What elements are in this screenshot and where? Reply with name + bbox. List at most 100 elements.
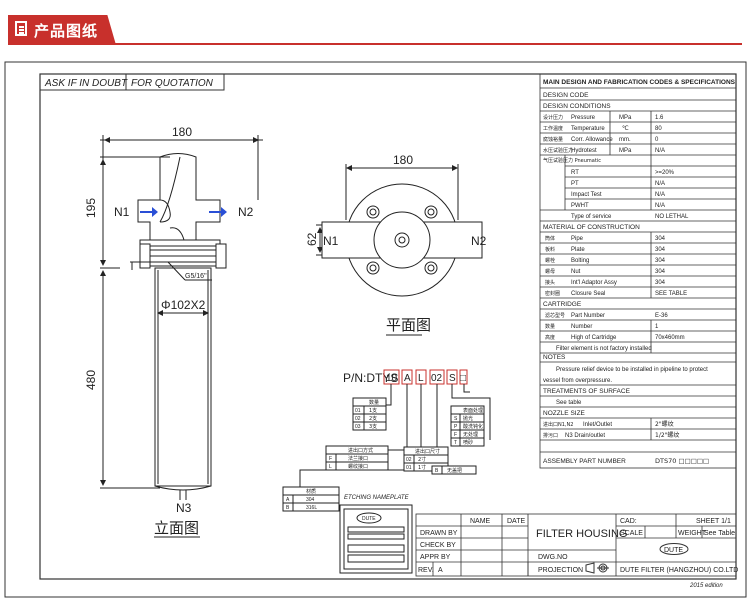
tb-weight: WEIGHT [678,530,707,537]
tb-product: FILTER HOUSING [536,528,627,540]
plan-view-label: 平面图 [386,316,431,334]
svg-text:N/A: N/A [655,148,665,154]
svg-text:High of Cartridge: High of Cartridge [571,335,617,341]
tb-appr: APPR BY [420,554,451,561]
front-view [100,135,263,500]
material-title: 材质 [306,488,316,495]
title-block-grid [415,513,737,577]
spec-title: MAIN DESIGN AND FABRICATION CODES & SPEC… [543,79,736,86]
notice-ask: ASK IF IN DOUBT [44,78,128,89]
surface-title: 表面处理 [463,407,483,414]
s-row-val: 无盖把 [447,467,462,474]
plan-n2-label: N2 [471,234,487,248]
svg-text:NO LETHAL: NO LETHAL [655,214,689,220]
conn-row2-val: 螺纹接口 [348,463,368,470]
page-title: 产品图纸 [34,23,99,40]
tb-logo: DUTE [664,547,683,554]
svg-text:Pipe: Pipe [571,236,584,242]
table-qty [352,397,387,431]
svg-text:1.6: 1.6 [655,115,664,121]
conn-row1-code: F [329,456,332,462]
svg-text:Nut: Nut [571,269,581,275]
svg-text:70x460mm: 70x460mm [655,335,685,341]
svg-text:N3 Drain/outlet: N3 Drain/outlet [565,433,605,439]
size-row2-val: 1寸 [418,464,426,471]
svg-text:N/A: N/A [655,181,665,187]
svg-text:304: 304 [655,269,666,275]
tb-name: NAME [470,518,491,525]
svg-text:Impact Test: Impact Test [571,192,602,198]
table-material [282,486,340,512]
svg-text:80: 80 [655,126,662,132]
svg-text:MPa: MPa [619,148,632,154]
svg-text:SEE TABLE: SEE TABLE [655,291,687,297]
dim-thread: G5/16" [185,273,207,280]
svg-text:mm.: mm. [619,137,631,143]
spec-design-conditions: DESIGN CONDITIONS [543,103,611,110]
notice-quote: FOR QUOTATION [131,78,214,89]
svg-text:Number: Number [571,324,592,330]
tb-rev: REV. [418,567,434,574]
company-logo-icon [659,543,689,555]
tb-date: DATE [507,518,525,525]
material-row2-val: 316L [306,505,317,511]
etching-title: ETCHING NAMEPLATE [344,495,410,501]
svg-text:℃: ℃ [622,126,629,132]
tb-cad: CAD: [620,518,637,525]
svg-text:螺栓: 螺栓 [545,257,555,264]
surface-row1-val: 抛光 [463,415,473,422]
surface-row3-code: F [454,432,457,438]
s-row-code: B [435,468,439,474]
svg-text:>=20%: >=20% [655,170,675,176]
surface-row2-val: 酸洗钝化 [463,423,483,430]
svg-text:进出口N1,N2: 进出口N1,N2 [543,421,573,428]
svg-text:RT: RT [571,170,579,176]
svg-text:排污口: 排污口 [543,432,558,439]
svg-text:数量: 数量 [545,323,555,330]
tb-rev-val: A [438,567,443,574]
size-row1-code: 02 [406,457,412,463]
dim-width-top: 180 [172,125,192,139]
svg-text:Plate: Plate [571,247,585,253]
surface-row2-code: P [454,424,458,430]
pn-code-material: A [404,373,411,384]
conn-title: 进出口方式 [348,447,373,454]
tb-projection: PROJECTION [538,567,583,574]
surface-row4-val: 喷砂 [463,439,473,446]
spec-assembly-val: DTS70 □□□□□ [655,457,709,465]
svg-text:滤芯型号: 滤芯型号 [545,312,565,319]
svg-text:1/2"螺纹: 1/2"螺纹 [655,431,679,439]
qty-row1-code: 01 [355,408,361,414]
material-row1-val: 304 [306,497,315,503]
tb-dwg: DWG.NO [538,554,568,561]
spec-surface-head: TREATMENTS OF SURFACE [543,388,631,395]
conn-row2-code: L [329,464,332,470]
plan-view [316,164,483,297]
svg-text:密封圈: 密封圈 [545,290,560,297]
svg-text:Corr. Allowance: Corr. Allowance [571,137,613,143]
spec-surface-val: See table [556,400,582,406]
qty-row1-val: 1支 [369,407,377,414]
svg-text:PWHT: PWHT [571,203,589,209]
spec-material-head: MATERIAL OF CONSTRUCTION [543,224,640,231]
surface-row3-val: 无处理 [463,431,478,438]
svg-text:板料: 板料 [545,246,555,253]
size-title: 进出口尺寸 [415,448,440,455]
outlet-flow-arrow-icon [209,207,227,217]
spec-assembly-label: ASSEMBLY PART NUMBER [543,458,626,465]
svg-text:设计压力: 设计压力 [543,114,563,121]
nozzle-n2-label: N2 [238,205,254,219]
svg-text:N/A: N/A [655,192,665,198]
svg-text:1: 1 [655,324,659,330]
table-surface [450,405,485,447]
dim-height-body: 480 [84,370,98,390]
material-row2-code: B [286,505,290,511]
svg-text:高度: 高度 [545,334,555,341]
svg-text:304: 304 [655,247,666,253]
pn-code-conn: L [418,373,424,384]
tb-scale: SCALE [620,530,643,537]
table-conn [325,445,389,471]
